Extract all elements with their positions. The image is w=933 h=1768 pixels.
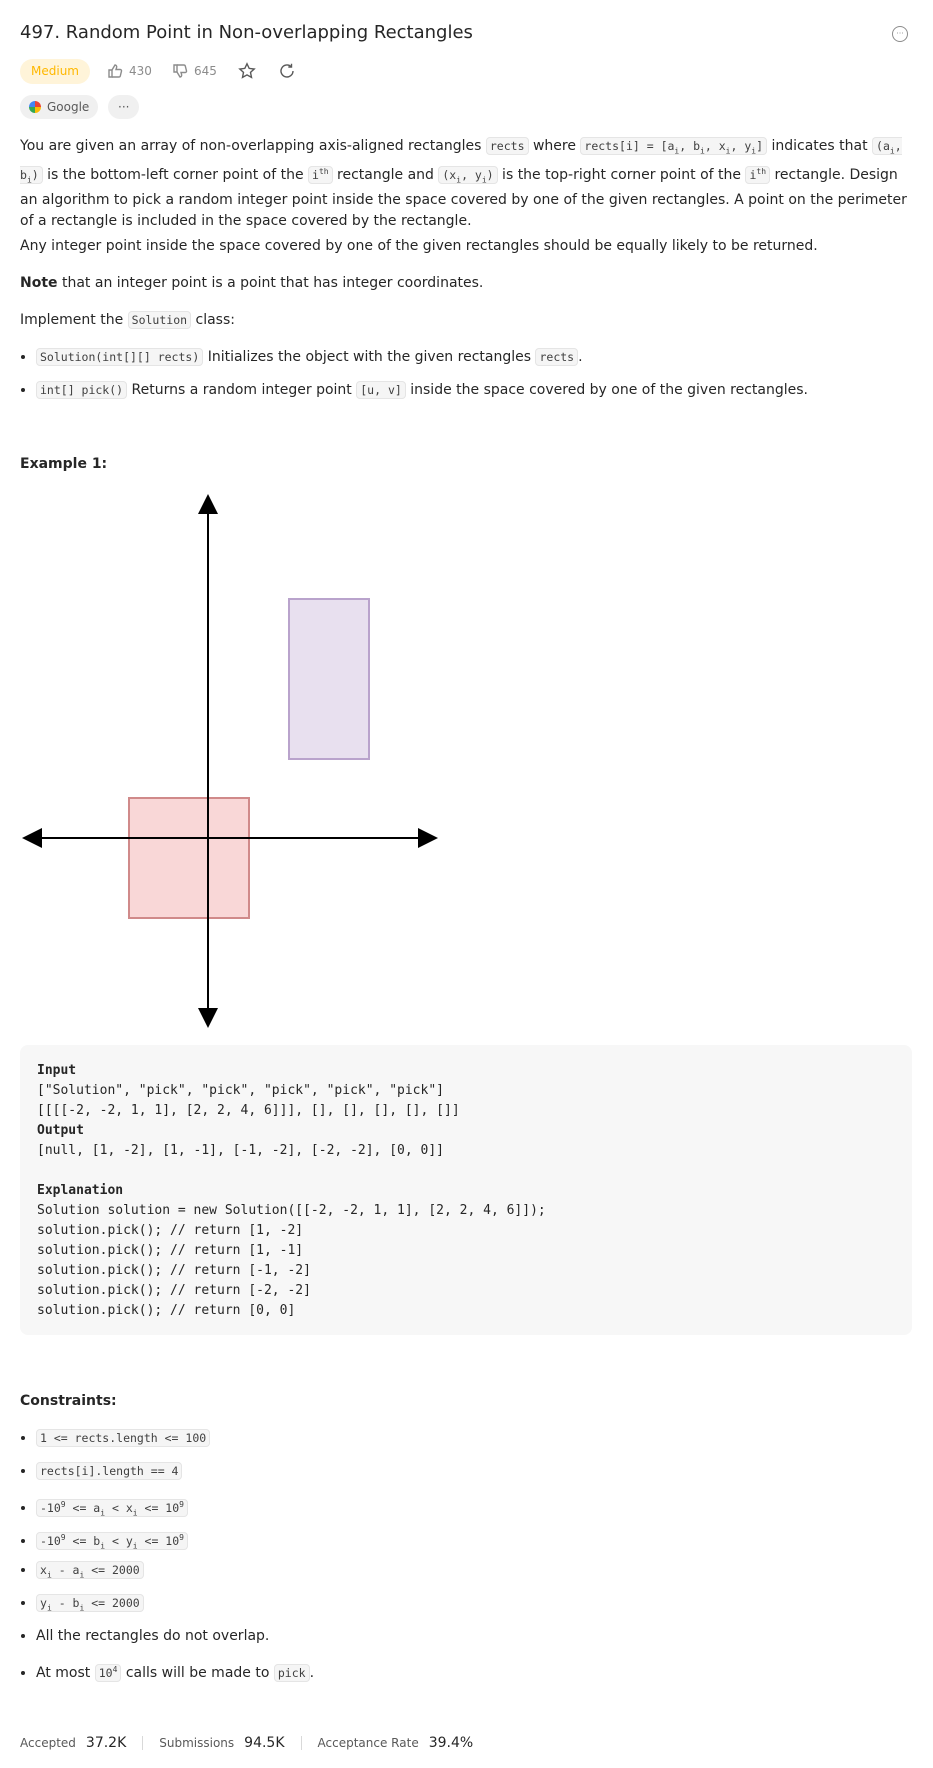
more-tags-button[interactable]: ··· xyxy=(108,95,140,119)
acceptance-rate-value: 39.4% xyxy=(428,1735,474,1751)
google-logo-icon xyxy=(29,101,41,113)
note-paragraph: Note that an integer point is a point th… xyxy=(20,275,484,291)
list-item: All the rectangles do not overlap. xyxy=(36,1626,913,1659)
list-item: -109 <= ai < xi <= 109 xyxy=(36,1494,913,1527)
problem-title[interactable]: 497. Random Point in Non-overlapping Rec… xyxy=(20,22,473,43)
list-item: rects[i].length == 4 xyxy=(36,1461,913,1494)
input-label: Input xyxy=(37,1063,77,1078)
rectangle-2 xyxy=(288,598,370,760)
inline-code: rects xyxy=(485,137,529,155)
inline-code: (xi, yi) xyxy=(438,166,498,184)
inline-code: rects[i] = [ai, bi, xi, yi] xyxy=(580,137,768,155)
example-code-block: Input ["Solution", "pick", "pick", "pick… xyxy=(20,1045,912,1335)
more-tags-label: ··· xyxy=(118,100,130,114)
difficulty-badge: Medium xyxy=(20,59,90,84)
output-label: Output xyxy=(37,1123,84,1138)
thumbs-down-icon xyxy=(173,64,188,78)
refresh-icon xyxy=(280,63,294,78)
description-paragraph: You are given an array of non-overlappin… xyxy=(20,137,907,230)
list-item: 1 <= rects.length <= 100 xyxy=(36,1428,913,1461)
submissions-value: 94.5K xyxy=(244,1735,285,1751)
inline-code: Solution xyxy=(127,311,192,329)
explanation-line: solution.pick(); // return [-2, -2] xyxy=(37,1283,311,1298)
example-heading: Example 1: xyxy=(20,456,108,472)
example-figure xyxy=(22,494,438,1028)
explanation-line: solution.pick(); // return [1, -1] xyxy=(37,1243,304,1258)
constraints-list: 1 <= rects.length <= 100 rects[i].length… xyxy=(20,1428,913,1684)
dislike-button[interactable]: 645 xyxy=(172,63,217,79)
stats-footer: Accepted 37.2K Submissions 94.5K Accepta… xyxy=(20,1735,473,1751)
description-paragraph-2: Any integer point inside the space cover… xyxy=(20,238,818,254)
star-icon xyxy=(238,62,256,79)
constraints-heading: Constraints: xyxy=(20,1393,117,1409)
explanation-label: Explanation xyxy=(37,1183,124,1198)
explanation-line: solution.pick(); // return [0, 0] xyxy=(37,1303,296,1318)
output-line: [null, [1, -2], [1, -1], [-1, -2], [-2, … xyxy=(37,1143,444,1158)
list-item: int[] pick() Returns a random integer po… xyxy=(36,380,913,401)
list-item: xi - ai <= 2000 xyxy=(36,1560,913,1593)
like-count: 430 xyxy=(129,64,152,78)
explanation-line: Solution solution = new Solution([[-2, -… xyxy=(37,1203,546,1218)
list-item: Solution(int[][] rects) Initializes the … xyxy=(36,347,913,380)
list-item: At most 104 calls will be made to pick. xyxy=(36,1659,913,1684)
inline-code: ith xyxy=(308,166,333,185)
more-options-icon[interactable]: ··· xyxy=(892,26,908,42)
list-item: -109 <= bi < yi <= 109 xyxy=(36,1527,913,1560)
method-list: Solution(int[][] rects) Initializes the … xyxy=(20,347,913,401)
favorite-button[interactable] xyxy=(238,62,256,84)
accepted-value: 37.2K xyxy=(85,1735,127,1751)
list-item: yi - bi <= 2000 xyxy=(36,1593,913,1626)
dislike-count: 645 xyxy=(194,64,217,78)
reset-button[interactable] xyxy=(278,62,296,84)
explanation-line: solution.pick(); // return [-1, -2] xyxy=(37,1263,311,1278)
acceptance-rate-label: Acceptance Rate xyxy=(317,1736,419,1750)
submissions-label: Submissions xyxy=(159,1736,235,1750)
input-line: [[[[-2, -2, 1, 1], [2, 2, 4, 6]]], [], [… xyxy=(37,1103,460,1118)
input-line: ["Solution", "pick", "pick", "pick", "pi… xyxy=(37,1083,444,1098)
thumbs-up-icon xyxy=(108,64,123,78)
like-button[interactable]: 430 xyxy=(107,63,152,79)
company-tag-google[interactable]: Google xyxy=(20,95,99,119)
implement-paragraph: Implement the Solution class: xyxy=(20,311,235,329)
accepted-label: Accepted xyxy=(20,1736,76,1750)
divider xyxy=(300,1736,302,1750)
inline-code: ith xyxy=(745,166,771,185)
company-tag-label: Google xyxy=(47,100,90,114)
divider xyxy=(142,1736,144,1750)
rectangle-1 xyxy=(128,797,250,919)
explanation-line: solution.pick(); // return [1, -2] xyxy=(37,1223,304,1238)
